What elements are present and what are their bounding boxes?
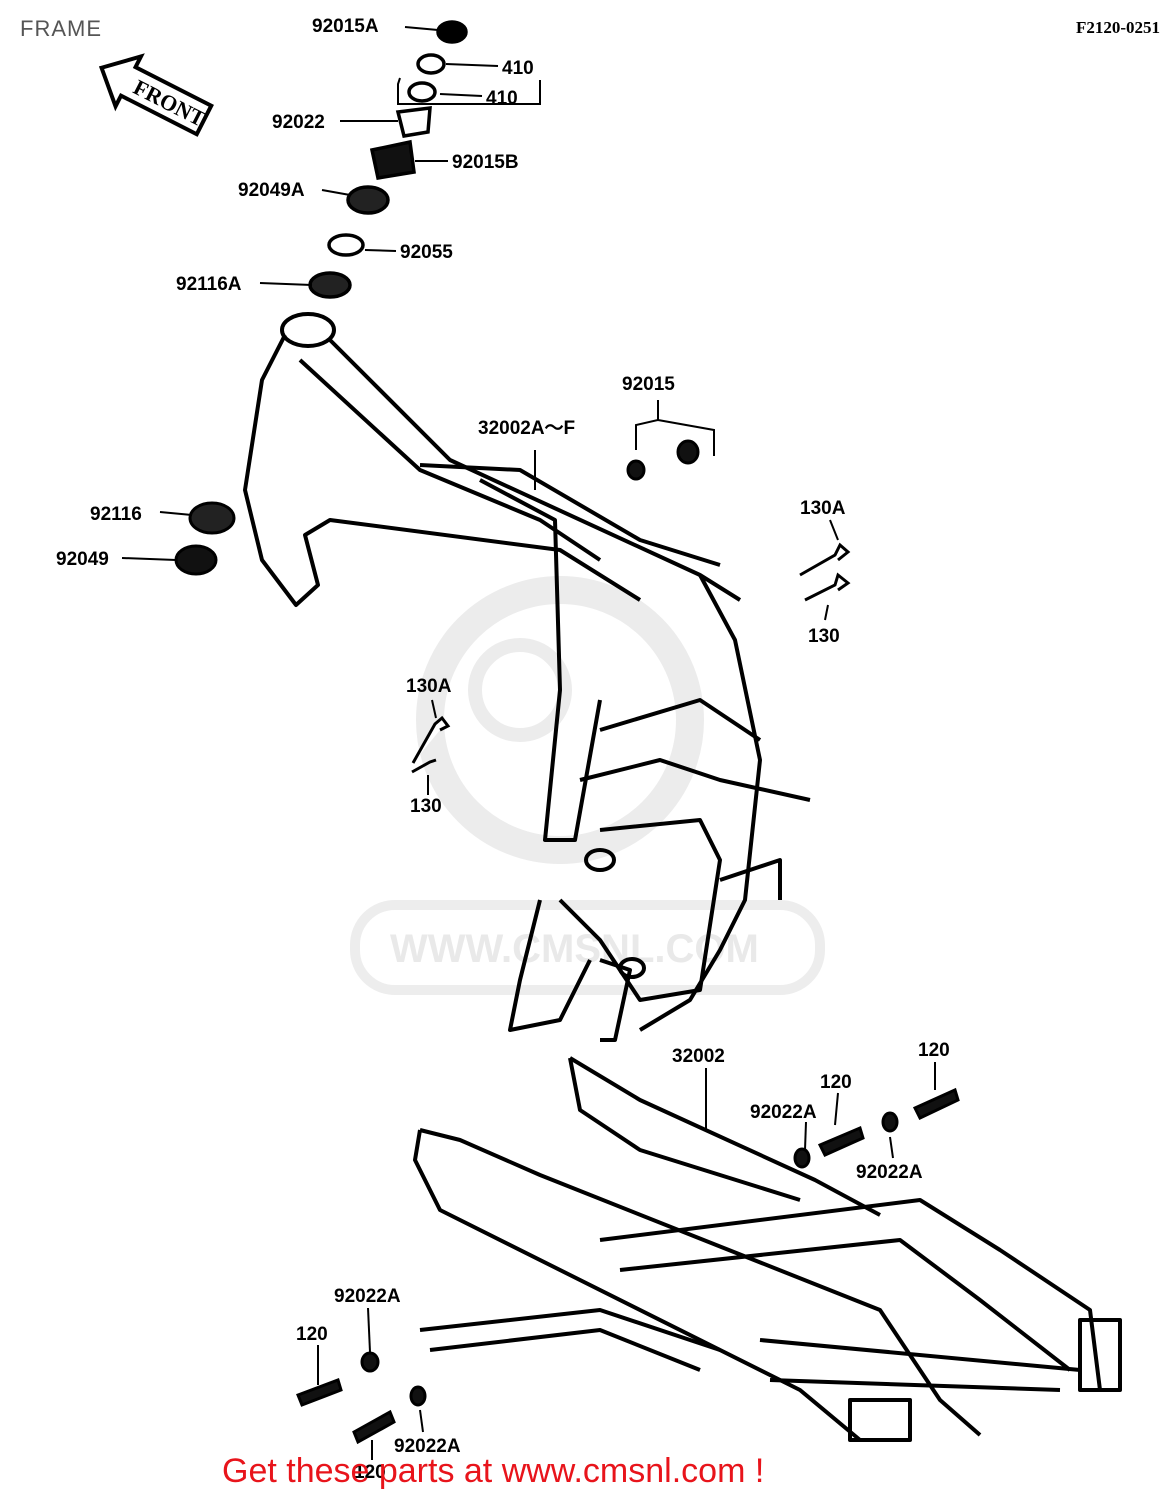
page-title: FRAME (20, 16, 102, 41)
watermark-text: WWW.CMSNL.COM (390, 927, 759, 971)
leader-lines (121, 26, 936, 1460)
part-label-92049A: 92049A (238, 180, 305, 201)
part-label-130A-right: 130A (800, 498, 846, 519)
part-label-130-right: 130 (808, 626, 840, 647)
part-label-92015: 92015 (622, 374, 675, 395)
part-label-92022A-a: 92022A (750, 1102, 817, 1123)
part-label-92022A-b: 92022A (856, 1162, 923, 1183)
part-label-92049: 92049 (56, 549, 109, 570)
part-label-92116A: 92116A (176, 274, 242, 295)
part-label-130-left: 130 (410, 796, 442, 817)
part-label-92015B: 92015B (452, 152, 519, 173)
part-label-92055: 92055 (400, 242, 453, 263)
watermark-logo: WWW.CMSNL.COM (350, 576, 825, 995)
part-label-120-d: 120 (354, 1462, 386, 1483)
subframe-hardware (296, 1087, 960, 1445)
part-label-32002: 32002 (672, 1046, 725, 1067)
part-label-32002A-F: 32002A～F (478, 418, 575, 439)
part-label-92015A: 92015A (312, 16, 379, 37)
diagram-code: F2120-0251 (1075, 18, 1160, 37)
main-frame (243, 312, 811, 1042)
sub-frame (413, 1056, 1122, 1442)
part-label-92116: 92116 (90, 504, 142, 525)
part-label-410-lower: 410 (486, 88, 518, 109)
frame-hardware (174, 439, 851, 774)
part-label-410-upper: 410 (502, 58, 534, 79)
part-label-92022: 92022 (272, 112, 325, 133)
part-label-130A-left: 130A (406, 676, 452, 697)
part-labels: 92015A 410 410 92022 92015B 92049A 92055… (56, 16, 950, 1483)
part-label-92022A-d: 92022A (394, 1436, 461, 1457)
part-label-120-c: 120 (296, 1324, 328, 1345)
part-label-120-b: 120 (820, 1072, 852, 1093)
part-label-120-a: 120 (918, 1040, 950, 1061)
front-arrow: FRONT (98, 53, 214, 137)
cta-link[interactable]: Get these parts at www.cmsnl.com ! (222, 1452, 765, 1490)
part-label-92022A-c: 92022A (334, 1286, 401, 1307)
